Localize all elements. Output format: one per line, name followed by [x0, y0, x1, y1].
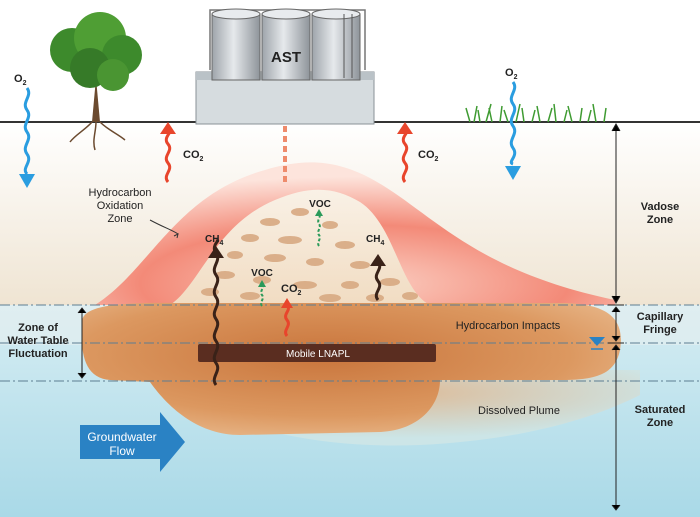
svg-text:Zone of: Zone of — [18, 322, 58, 334]
svg-text:Saturated: Saturated — [635, 404, 686, 416]
svg-text:Zone: Zone — [647, 417, 673, 429]
co2-label: CO2 — [418, 149, 439, 163]
svg-text:Water Table: Water Table — [7, 335, 68, 347]
voc-arrow-head — [258, 280, 266, 287]
co2-label: CO2 — [281, 283, 302, 297]
voc-arrow-head — [315, 209, 323, 216]
saturated-zone-label: Saturated Zone — [635, 404, 686, 429]
aboveground-storage-tank-icon — [195, 8, 375, 125]
svg-text:Fluctuation: Fluctuation — [8, 348, 68, 360]
voc-arrows — [260, 212, 321, 307]
water-table-fluctuation-label: Zone of Water Table Fluctuation — [7, 322, 68, 360]
co2-arrow-head — [281, 298, 293, 308]
co2-arrow-head — [397, 122, 413, 134]
tree-icon — [50, 12, 142, 151]
svg-text:Vadose: Vadose — [641, 201, 680, 213]
co2-label: CO2 — [183, 149, 204, 163]
o2-label: O2 — [505, 67, 518, 81]
release-drip — [283, 126, 287, 182]
capillary-fringe-label: Capillary Fringe — [637, 311, 684, 336]
hydrocarbon-impacts-label: Hydrocarbon Impacts — [456, 320, 561, 332]
right-zone-brackets — [608, 122, 624, 511]
svg-text:Capillary: Capillary — [637, 311, 684, 323]
mobile-lnapl-label: Mobile LNAPL — [286, 349, 350, 360]
methane-arrow-head — [370, 254, 386, 266]
oxidation-zone-leader-tick — [173, 233, 179, 239]
mobile-lnapl-layer — [198, 344, 436, 362]
svg-text:Fringe: Fringe — [643, 324, 677, 336]
voc-label: VOC — [251, 268, 273, 279]
oxygen-arrows — [23, 81, 517, 176]
groundwater-flow-label: Groundwater Flow — [87, 430, 156, 458]
oxygen-arrow-head — [505, 166, 521, 180]
ast-label: AST — [271, 49, 301, 66]
hydrocarbon-impacts-zone — [81, 302, 621, 435]
grass-icon — [465, 103, 607, 123]
oxidation-zone-label: Hydrocarbon Oxidation Zone — [89, 187, 152, 225]
dissolved-plume-label: Dissolved Plume — [478, 405, 560, 417]
co2-arrows — [164, 128, 409, 337]
oxidation-zone-leader — [149, 219, 179, 235]
svg-text:Oxidation: Oxidation — [97, 200, 143, 212]
svg-text:Flow: Flow — [109, 444, 135, 458]
voc-label: VOC — [309, 199, 331, 210]
ch4-label: CH4 — [366, 234, 384, 247]
ch4-label: CH4 — [205, 234, 223, 247]
co2-arrow-head — [160, 122, 176, 134]
svg-text:Zone: Zone — [647, 214, 673, 226]
svg-text:Zone: Zone — [107, 213, 132, 225]
svg-text:Groundwater: Groundwater — [87, 430, 156, 444]
methane-arrow-head — [208, 246, 224, 258]
water-table-marker-icon — [589, 337, 605, 346]
oxygen-arrow-head — [19, 174, 35, 188]
zone-boundary-lines — [0, 304, 700, 382]
water-table-fluctuation-bracket — [77, 307, 87, 379]
o2-label: O2 — [14, 73, 27, 87]
residual-hydrocarbon-speckles — [201, 208, 418, 302]
vadose-zone-label: Vadose Zone — [641, 201, 680, 226]
svg-text:Hydrocarbon: Hydrocarbon — [89, 187, 152, 199]
source-mound — [170, 189, 430, 305]
groundwater-flow-arrow — [80, 412, 185, 472]
